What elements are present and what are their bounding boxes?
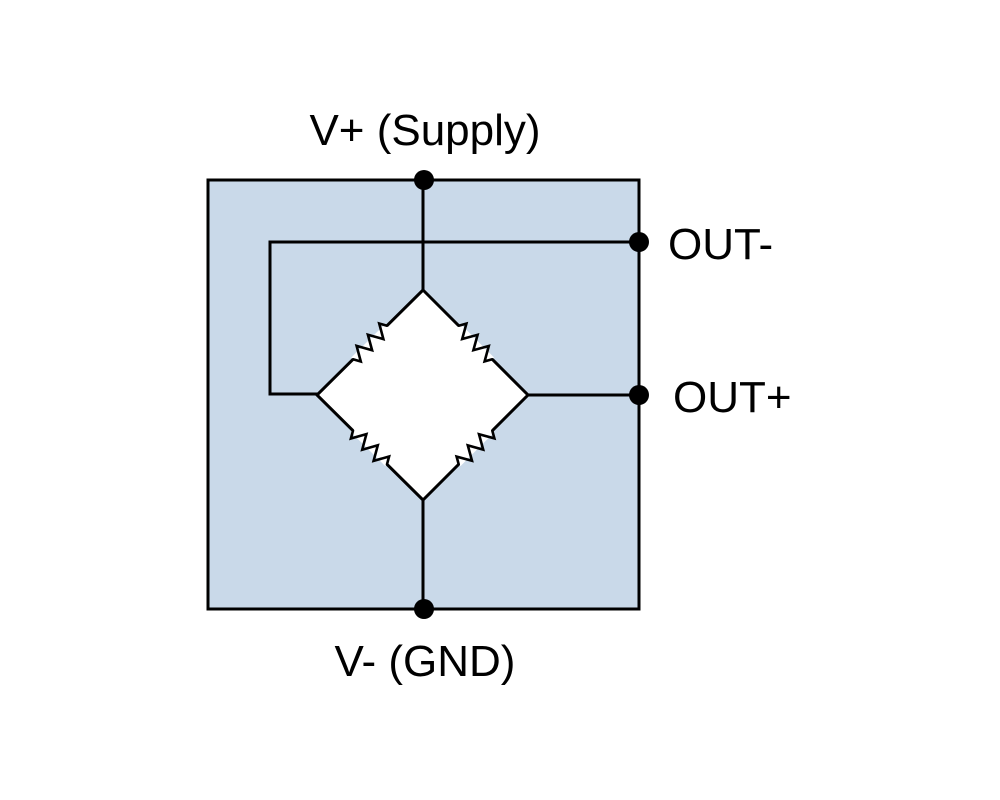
ground-label: V- (GND)	[335, 637, 516, 686]
resistor-group	[349, 321, 497, 467]
out-minus-terminal-node[interactable]	[629, 232, 649, 252]
out-plus-terminal-node[interactable]	[629, 385, 649, 405]
out-minus-wire	[268, 240, 641, 396]
ground-terminal-node[interactable]	[414, 599, 434, 619]
out-plus-label: OUT+	[673, 373, 792, 422]
resistor-bottom-right	[454, 429, 497, 466]
supply-label: V+ (Supply)	[309, 106, 540, 155]
supply-terminal-node[interactable]	[414, 170, 434, 190]
resistor-top-left	[351, 321, 389, 364]
resistor-bottom-left	[349, 429, 391, 466]
out-minus-label: OUT-	[668, 220, 773, 269]
resistor-top-right	[457, 321, 494, 364]
